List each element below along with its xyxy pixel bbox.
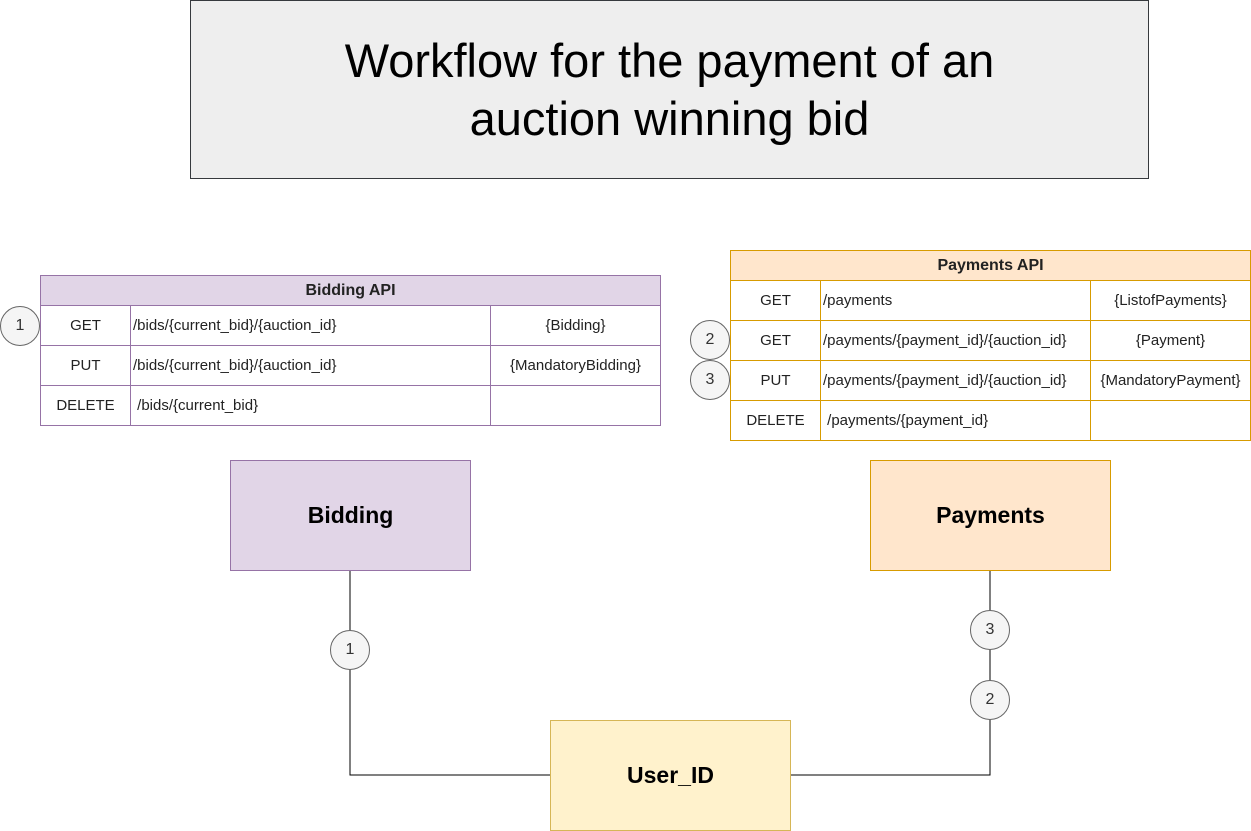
method-cell: GET — [40, 305, 131, 346]
method-cell: DELETE — [40, 385, 131, 426]
user-id-node: User_ID — [550, 720, 791, 831]
table-row: GET /bids/{current_bid}/{auction_id} {Bi… — [40, 305, 661, 346]
method-cell: GET — [730, 280, 821, 321]
payload-cell: {MandatoryBidding} — [490, 345, 661, 386]
method-cell: PUT — [40, 345, 131, 386]
bidding-api-header: Bidding API — [40, 275, 661, 306]
payments-api-header: Payments API — [730, 250, 1251, 281]
method-cell: GET — [730, 320, 821, 361]
payload-cell: {MandatoryPayment} — [1090, 360, 1251, 401]
bidding-service-node: Bidding — [230, 460, 471, 571]
payload-cell: {Bidding} — [490, 305, 661, 346]
path-cell: /bids/{current_bid}/{auction_id} — [130, 305, 491, 346]
payments-node-label: Payments — [936, 502, 1045, 528]
step-badge-pay-get: 2 — [690, 320, 730, 360]
payload-cell: {Payment} — [1090, 320, 1251, 361]
payments-service-node: Payments — [870, 460, 1111, 571]
table-row: GET /payments/{payment_id}/{auction_id} … — [730, 320, 1251, 361]
diagram-title-box: Workflow for the payment of an auction w… — [190, 0, 1149, 179]
step-badge-edge-payments-lower: 2 — [970, 680, 1010, 720]
payments-api-table: Payments API GET /payments {ListofPaymen… — [730, 250, 1251, 441]
diagram-title: Workflow for the payment of an auction w… — [344, 33, 995, 145]
path-cell: /payments/{payment_id}/{auction_id} — [820, 320, 1091, 361]
path-cell: /bids/{current_bid} — [130, 385, 491, 426]
method-cell: DELETE — [730, 400, 821, 441]
path-cell: /payments/{payment_id} — [820, 400, 1091, 441]
user-node-label: User_ID — [627, 762, 714, 788]
table-row: GET /payments {ListofPayments} — [730, 280, 1251, 321]
step-badge-bid-get: 1 — [0, 306, 40, 346]
payload-cell — [490, 385, 661, 426]
connector-bidding-user — [349, 571, 550, 776]
path-cell: /payments/{payment_id}/{auction_id} — [820, 360, 1091, 401]
connector-payments-user — [791, 571, 991, 776]
path-cell: /payments — [820, 280, 1091, 321]
table-row: DELETE /bids/{current_bid} — [40, 385, 661, 426]
payload-cell — [1090, 400, 1251, 441]
table-row: PUT /bids/{current_bid}/{auction_id} {Ma… — [40, 345, 661, 386]
bidding-node-label: Bidding — [307, 502, 394, 528]
table-row: PUT /payments/{payment_id}/{auction_id} … — [730, 360, 1251, 401]
payload-cell: {ListofPayments} — [1090, 280, 1251, 321]
path-cell: /bids/{current_bid}/{auction_id} — [130, 345, 491, 386]
step-badge-edge-bidding: 1 — [330, 630, 370, 670]
bidding-api-table: Bidding API GET /bids/{current_bid}/{auc… — [40, 275, 661, 426]
method-cell: PUT — [730, 360, 821, 401]
step-badge-edge-payments-upper: 3 — [970, 610, 1010, 650]
step-badge-pay-put: 3 — [690, 360, 730, 400]
table-row: DELETE /payments/{payment_id} — [730, 400, 1251, 441]
